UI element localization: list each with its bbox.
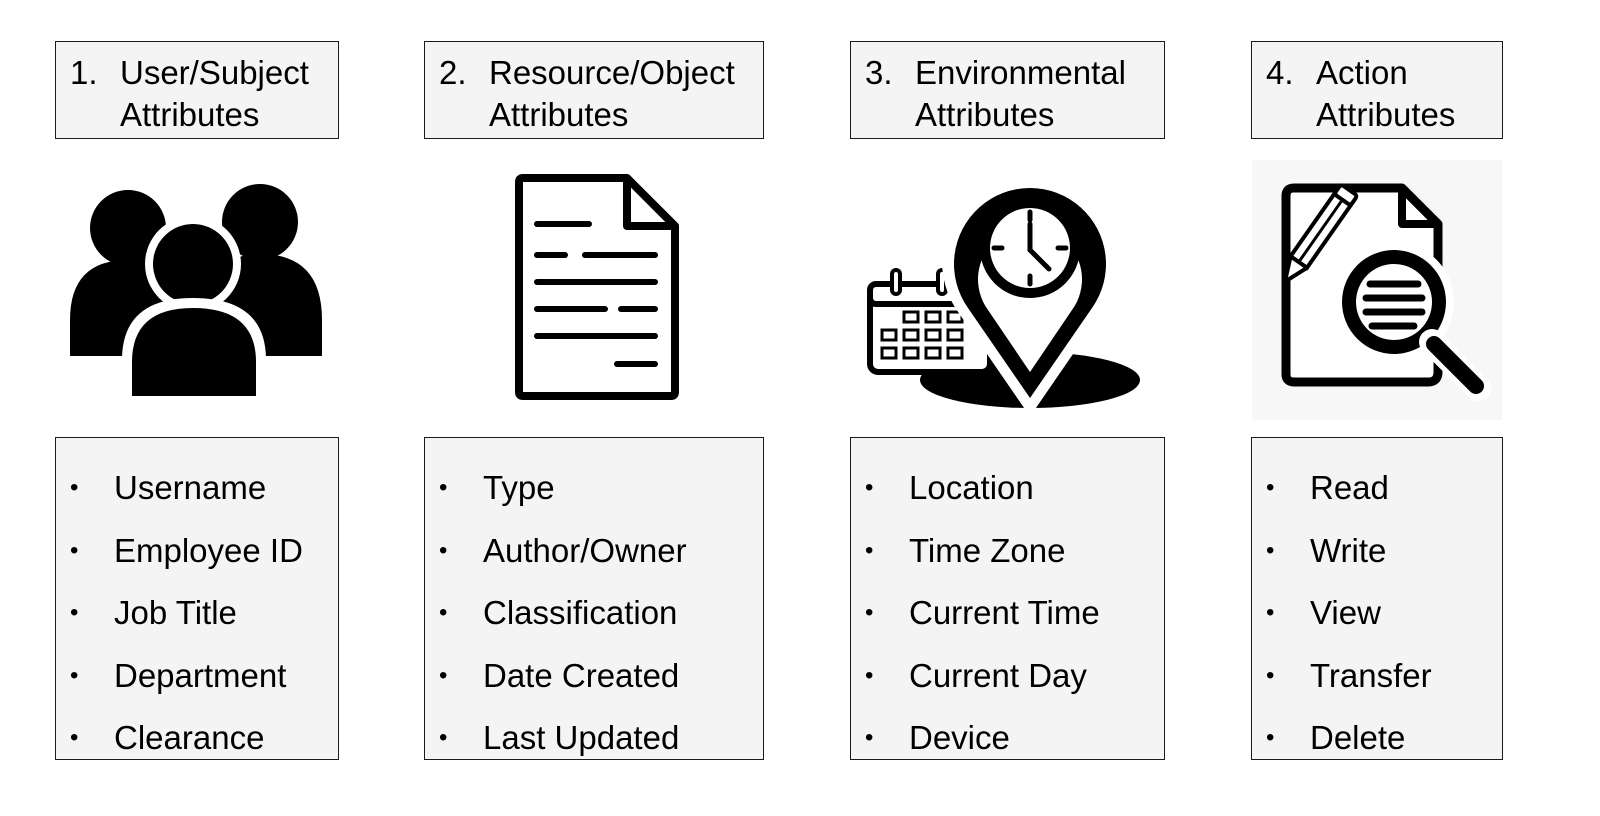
column-resource-object: 2. Resource/Object Attributes •Type •Au — [424, 41, 764, 760]
list-item: •Location — [865, 469, 1034, 507]
header-box-resource-object: 2. Resource/Object Attributes — [424, 41, 764, 139]
header-number: 1. — [70, 54, 98, 91]
header-box-action: 4. Action Attributes — [1251, 41, 1503, 139]
list-box-environmental: •Location •Time Zone •Current Time •Curr… — [850, 437, 1165, 760]
list-box-resource-object: •Type •Author/Owner •Classification •Dat… — [424, 437, 764, 760]
location-clock-calendar-icon — [864, 160, 1144, 420]
header-box-environmental: 3. Environmental Attributes — [850, 41, 1165, 139]
list-item: •Type — [439, 469, 555, 507]
list-item: •Username — [70, 469, 267, 507]
list-item: •Author/Owner — [439, 531, 687, 569]
list-item: •Current Day — [865, 656, 1087, 694]
header-title-line2: Attributes — [1316, 96, 1456, 133]
list-item: •View — [1266, 594, 1381, 632]
header-number: 2. — [439, 54, 467, 91]
list-item: •Transfer — [1266, 656, 1432, 694]
header-title-line2: Attributes — [120, 96, 260, 133]
list-item: •Clearance — [70, 719, 265, 757]
header-title-line1: Action — [1316, 54, 1408, 91]
list-box-user-subject: •Username •Employee ID •Job Title •Depar… — [55, 437, 339, 760]
header-box-user-subject: 1. User/Subject Attributes — [55, 41, 339, 139]
header-title-line1: Resource/Object — [489, 54, 735, 91]
document-edit-search-icon — [1252, 160, 1502, 420]
header-title-line2: Attributes — [489, 96, 629, 133]
header-title-line1: Environmental — [915, 54, 1126, 91]
list-item: •Job Title — [70, 594, 237, 632]
header-number: 4. — [1266, 54, 1294, 91]
list-item: •Delete — [1266, 719, 1406, 757]
list-item: •Current Time — [865, 594, 1100, 632]
header-number: 3. — [865, 54, 893, 91]
list-item: •Department — [70, 656, 287, 694]
column-environmental: 3. Environmental Attributes — [850, 41, 1165, 760]
list-box-action: •Read •Write •View •Transfer •Delete — [1251, 437, 1503, 760]
list-item: •Read — [1266, 469, 1389, 507]
column-user-subject: 1. User/Subject Attributes •Username •Em… — [0, 0, 400, 816]
header-title-line1: User/Subject — [120, 54, 309, 91]
list-item: •Device — [865, 719, 1010, 757]
users-group-icon — [60, 160, 335, 420]
list-item: •Time Zone — [865, 531, 1066, 569]
list-item: •Employee ID — [70, 531, 303, 569]
list-item: •Write — [1266, 531, 1387, 569]
document-icon — [505, 160, 685, 420]
list-item: •Last Updated — [439, 719, 680, 757]
list-item: •Date Created — [439, 656, 680, 694]
list-item: •Classification — [439, 594, 678, 632]
header-title-line2: Attributes — [915, 96, 1055, 133]
